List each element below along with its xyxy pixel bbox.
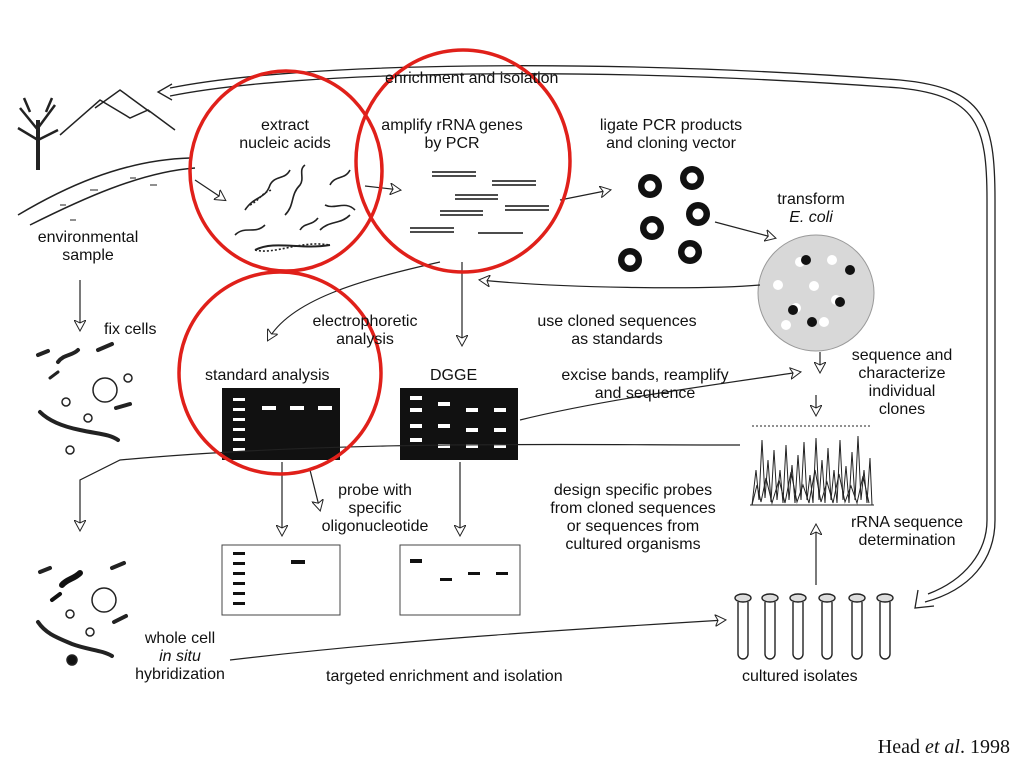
enrichment-isolation-arrow xyxy=(156,65,996,609)
label-dgge: DGGE xyxy=(430,367,478,384)
label-sequence-characterize: sequence and characterize individual clo… xyxy=(832,347,972,419)
label-ligate-line1: ligate PCR products xyxy=(599,117,743,134)
label-fix-cells: fix cells xyxy=(104,321,157,338)
label-whole-line1: whole cell xyxy=(144,630,216,647)
label-use-cloned: use cloned sequences as standards xyxy=(510,313,724,349)
label-probe: probe with specific oligonucleotide xyxy=(300,482,450,536)
arrow-to-standard xyxy=(268,261,441,340)
label-cultured-isolates: cultured isolates xyxy=(742,668,858,685)
cloning-vector-plasmids xyxy=(618,166,710,272)
petri-dish xyxy=(757,234,875,352)
dgge-gel xyxy=(400,388,518,460)
label-whole-line3: hybridization xyxy=(135,666,225,683)
label-use-cloned-line1: use cloned sequences xyxy=(537,313,697,330)
label-extract-line2: nucleic acids xyxy=(239,135,331,152)
highlight-circles xyxy=(177,48,572,476)
highlight-circle-amplify xyxy=(354,48,572,274)
label-rrna-line1: rRNA sequence xyxy=(850,514,964,531)
citation-year: . 1998 xyxy=(960,736,1010,758)
environmental-sample-illustration xyxy=(17,89,196,226)
label-ecoli: E. coli xyxy=(789,209,833,226)
citation: Head et al. 1998 xyxy=(878,736,1010,759)
label-standard-analysis: standard analysis xyxy=(205,367,330,384)
arrow-design-probes xyxy=(80,443,741,530)
label-electro-line1: electrophoretic xyxy=(312,313,418,330)
hybridized-cells xyxy=(36,561,128,666)
sequence-chromatogram xyxy=(750,425,874,506)
label-seq-line1: sequence and xyxy=(851,347,953,364)
label-seq-line3: individual xyxy=(868,383,936,400)
arrow-probe-side xyxy=(309,469,320,510)
probe-blot-standard xyxy=(221,544,341,616)
highlight-circle-standard-analysis xyxy=(177,270,383,476)
probe-blot-dgge xyxy=(399,544,521,616)
label-electrophoretic: electrophoretic analysis xyxy=(295,313,435,349)
arrow-ligate-to-transform xyxy=(714,221,775,238)
label-design-line4: cultured organisms xyxy=(565,536,701,553)
label-ligate: ligate PCR products and cloning vector xyxy=(578,117,764,153)
label-extract: extract nucleic acids xyxy=(225,117,345,153)
cultured-isolate-tubes xyxy=(734,593,894,660)
label-probe-line2: specific xyxy=(348,500,402,517)
label-electro-line2: analysis xyxy=(336,331,394,348)
arrow-extract-to-amplify xyxy=(364,186,400,190)
label-rrna-determination: rRNA sequence determination xyxy=(834,514,980,550)
label-transform-line1: transform xyxy=(777,191,845,208)
label-probe-line1: probe with xyxy=(338,482,412,499)
label-environmental-sample: environmental sample xyxy=(18,229,158,265)
arrow-sample-to-extract xyxy=(194,179,225,200)
label-env-line2: sample xyxy=(62,247,114,264)
label-seq-line2: characterize xyxy=(858,365,946,382)
label-excise-line2: and sequence xyxy=(594,385,696,402)
citation-author: Head xyxy=(877,736,925,758)
label-env-line1: environmental xyxy=(37,229,139,246)
highlight-circle-extract xyxy=(188,69,384,273)
label-amplify-line1: amplify rRNA genes xyxy=(381,117,523,134)
label-amplify-line2: by PCR xyxy=(424,135,480,152)
label-whole-cell: whole cell in situ hybridization xyxy=(120,630,240,684)
label-ligate-line2: and cloning vector xyxy=(606,135,736,152)
label-enrichment-isolation: enrichment and isolation xyxy=(385,70,559,87)
arrow-clones-to-standards xyxy=(480,280,761,289)
pcr-products xyxy=(410,171,549,234)
label-use-cloned-line2: as standards xyxy=(571,331,663,348)
label-excise-line1: excise bands, reamplify xyxy=(561,367,729,384)
label-extract-line1: extract xyxy=(260,117,309,134)
label-design-probes: design specific probes from cloned seque… xyxy=(526,482,740,554)
label-seq-line4: clones xyxy=(878,401,926,418)
label-whole-line2: in situ xyxy=(159,648,201,665)
label-amplify: amplify rRNA genes by PCR xyxy=(362,117,542,153)
label-probe-line3: oligonucleotide xyxy=(321,518,429,535)
label-excise: excise bands, reamplify and sequence xyxy=(540,367,750,403)
label-transform: transform E. coli xyxy=(756,191,866,227)
label-rrna-line2: determination xyxy=(858,532,956,549)
fixed-cells xyxy=(36,342,133,455)
label-targeted-enrichment: targeted enrichment and isolation xyxy=(326,668,563,685)
label-design-line3: or sequences from xyxy=(566,518,700,535)
arrow-excise xyxy=(519,372,800,421)
flow-arrows xyxy=(80,179,820,661)
label-design-line1: design specific probes xyxy=(553,482,713,499)
nucleic-acid-strands xyxy=(234,164,356,252)
arrow-targeted-enrichment xyxy=(229,620,725,661)
arrow-amplify-to-ligate xyxy=(559,190,610,201)
citation-etal: et al xyxy=(925,736,960,758)
label-design-line2: from cloned sequences xyxy=(550,500,716,517)
